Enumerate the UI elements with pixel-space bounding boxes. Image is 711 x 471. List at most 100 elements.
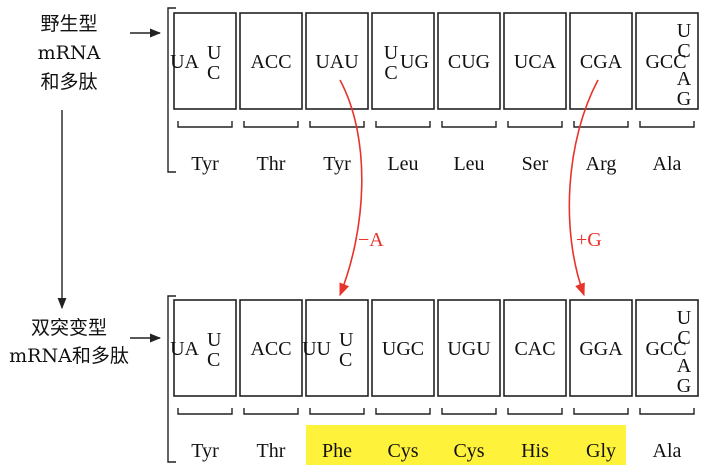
codon-stack-1: U xyxy=(677,20,692,42)
double-row-bracket xyxy=(167,295,176,463)
amino-acid-label: Leu xyxy=(387,153,418,175)
codon-text: CGA xyxy=(580,51,623,73)
codon-base: UA xyxy=(170,51,199,73)
codon-box xyxy=(173,12,237,110)
codon-wobble-top: U xyxy=(384,42,399,64)
amino-acid-label: Leu xyxy=(453,153,484,175)
codon-box xyxy=(437,12,501,110)
changed-amino-acids-highlight xyxy=(306,425,626,465)
amino-acid-label: Ala xyxy=(653,440,682,462)
double-codon-1: ACC Thr xyxy=(239,299,303,462)
amino-acid-label: Gly xyxy=(586,440,616,462)
wild-codon-5: UCA Ser xyxy=(503,12,567,175)
codon-base: UG xyxy=(400,51,429,73)
double-label-line-2: mRNA和多肽 xyxy=(9,345,129,367)
codon-base: UA xyxy=(170,338,199,360)
codon-box xyxy=(239,12,303,110)
codon-underline-bracket xyxy=(375,121,431,128)
amino-acid-label: Ser xyxy=(522,153,549,175)
codon-underline-bracket xyxy=(507,121,563,128)
codon-box xyxy=(503,12,567,110)
codon-box xyxy=(635,299,699,397)
codon-underline-bracket xyxy=(375,408,431,415)
codon-box xyxy=(569,12,633,110)
amino-acid-label: Thr xyxy=(257,153,286,175)
codon-underline-bracket xyxy=(177,408,233,415)
wild-codon-0: UA UC Tyr xyxy=(170,12,237,175)
double-codon-5: CAC His xyxy=(503,299,567,462)
deletion-arrow xyxy=(339,79,363,297)
codon-wobble-bottom: C xyxy=(207,62,220,84)
codon-base: GCC xyxy=(645,338,686,360)
codon-underline-bracket xyxy=(573,121,629,128)
codon-box xyxy=(173,299,237,397)
codon-wobble-top: U xyxy=(207,42,222,64)
codon-box xyxy=(503,299,567,397)
codon-underline-bracket xyxy=(177,121,233,128)
codon-stack-4: G xyxy=(677,88,691,110)
codon-text: UGU xyxy=(447,338,491,360)
codon-text: UCA xyxy=(514,51,557,73)
codon-box xyxy=(437,299,501,397)
codon-wobble-top: U xyxy=(207,329,222,351)
wild-codon-6: CGA Arg xyxy=(569,12,633,175)
wild-codon-1: ACC Thr xyxy=(239,12,303,175)
codon-box xyxy=(305,12,369,110)
amino-acid-label: His xyxy=(521,440,549,462)
codon-wobble-top: U xyxy=(339,329,354,351)
codon-underline-bracket xyxy=(243,408,299,415)
codon-underline-bracket xyxy=(441,408,497,415)
double-codon-6: GGA Gly xyxy=(569,299,633,462)
wild-type-label: 野生型 mRNA 和多肽 xyxy=(38,13,101,93)
codon-box xyxy=(371,299,435,397)
codon-stack-2: C xyxy=(677,40,690,62)
wild-label-line-2: mRNA xyxy=(38,42,101,64)
amino-acid-label: Cys xyxy=(387,440,418,462)
codon-underline-bracket xyxy=(507,408,563,415)
amino-acid-label: Ala xyxy=(653,153,682,175)
codon-stack-2: C xyxy=(677,327,690,349)
codon-stack-3: A xyxy=(677,68,692,90)
amino-acid-label: Cys xyxy=(453,440,484,462)
codon-text: CAC xyxy=(514,338,555,360)
codon-wobble-bottom: C xyxy=(339,349,352,371)
codon-wobble-bottom: C xyxy=(384,62,397,84)
codon-text: ACC xyxy=(250,338,291,360)
codon-text: UGC xyxy=(382,338,424,360)
amino-acid-label: Phe xyxy=(322,440,352,462)
wild-label-line-1: 野生型 xyxy=(40,13,97,35)
wild-codon-4: CUG Leu xyxy=(437,12,501,175)
double-codon-4: UGU Cys xyxy=(437,299,501,462)
codon-wobble-bottom: C xyxy=(207,349,220,371)
codon-box xyxy=(305,299,369,397)
codon-stack-3: A xyxy=(677,355,692,377)
codon-underline-bracket xyxy=(573,408,629,415)
codon-base: UU xyxy=(302,338,331,360)
codon-text: ACC xyxy=(250,51,291,73)
amino-acid-label: Tyr xyxy=(191,153,219,175)
insertion-arrow xyxy=(568,79,599,297)
double-codon-3: UGC Cys xyxy=(371,299,435,462)
insertion-label: +G xyxy=(576,229,602,251)
wild-label-line-3: 和多肽 xyxy=(40,71,97,93)
codon-underline-bracket xyxy=(309,121,365,128)
amino-acid-label: Arg xyxy=(586,153,617,175)
codon-underline-bracket xyxy=(243,121,299,128)
wild-row-bracket xyxy=(167,7,176,173)
codon-stack-1: U xyxy=(677,307,692,329)
codon-text: CUG xyxy=(448,51,490,73)
codon-stack-4: G xyxy=(677,375,691,397)
codon-underline-bracket xyxy=(639,121,695,128)
codon-box xyxy=(635,12,699,110)
codon-text: GGA xyxy=(579,338,623,360)
amino-acid-label: Thr xyxy=(257,440,286,462)
double-mutant-label: 双突变型 mRNA和多肽 xyxy=(9,317,129,367)
